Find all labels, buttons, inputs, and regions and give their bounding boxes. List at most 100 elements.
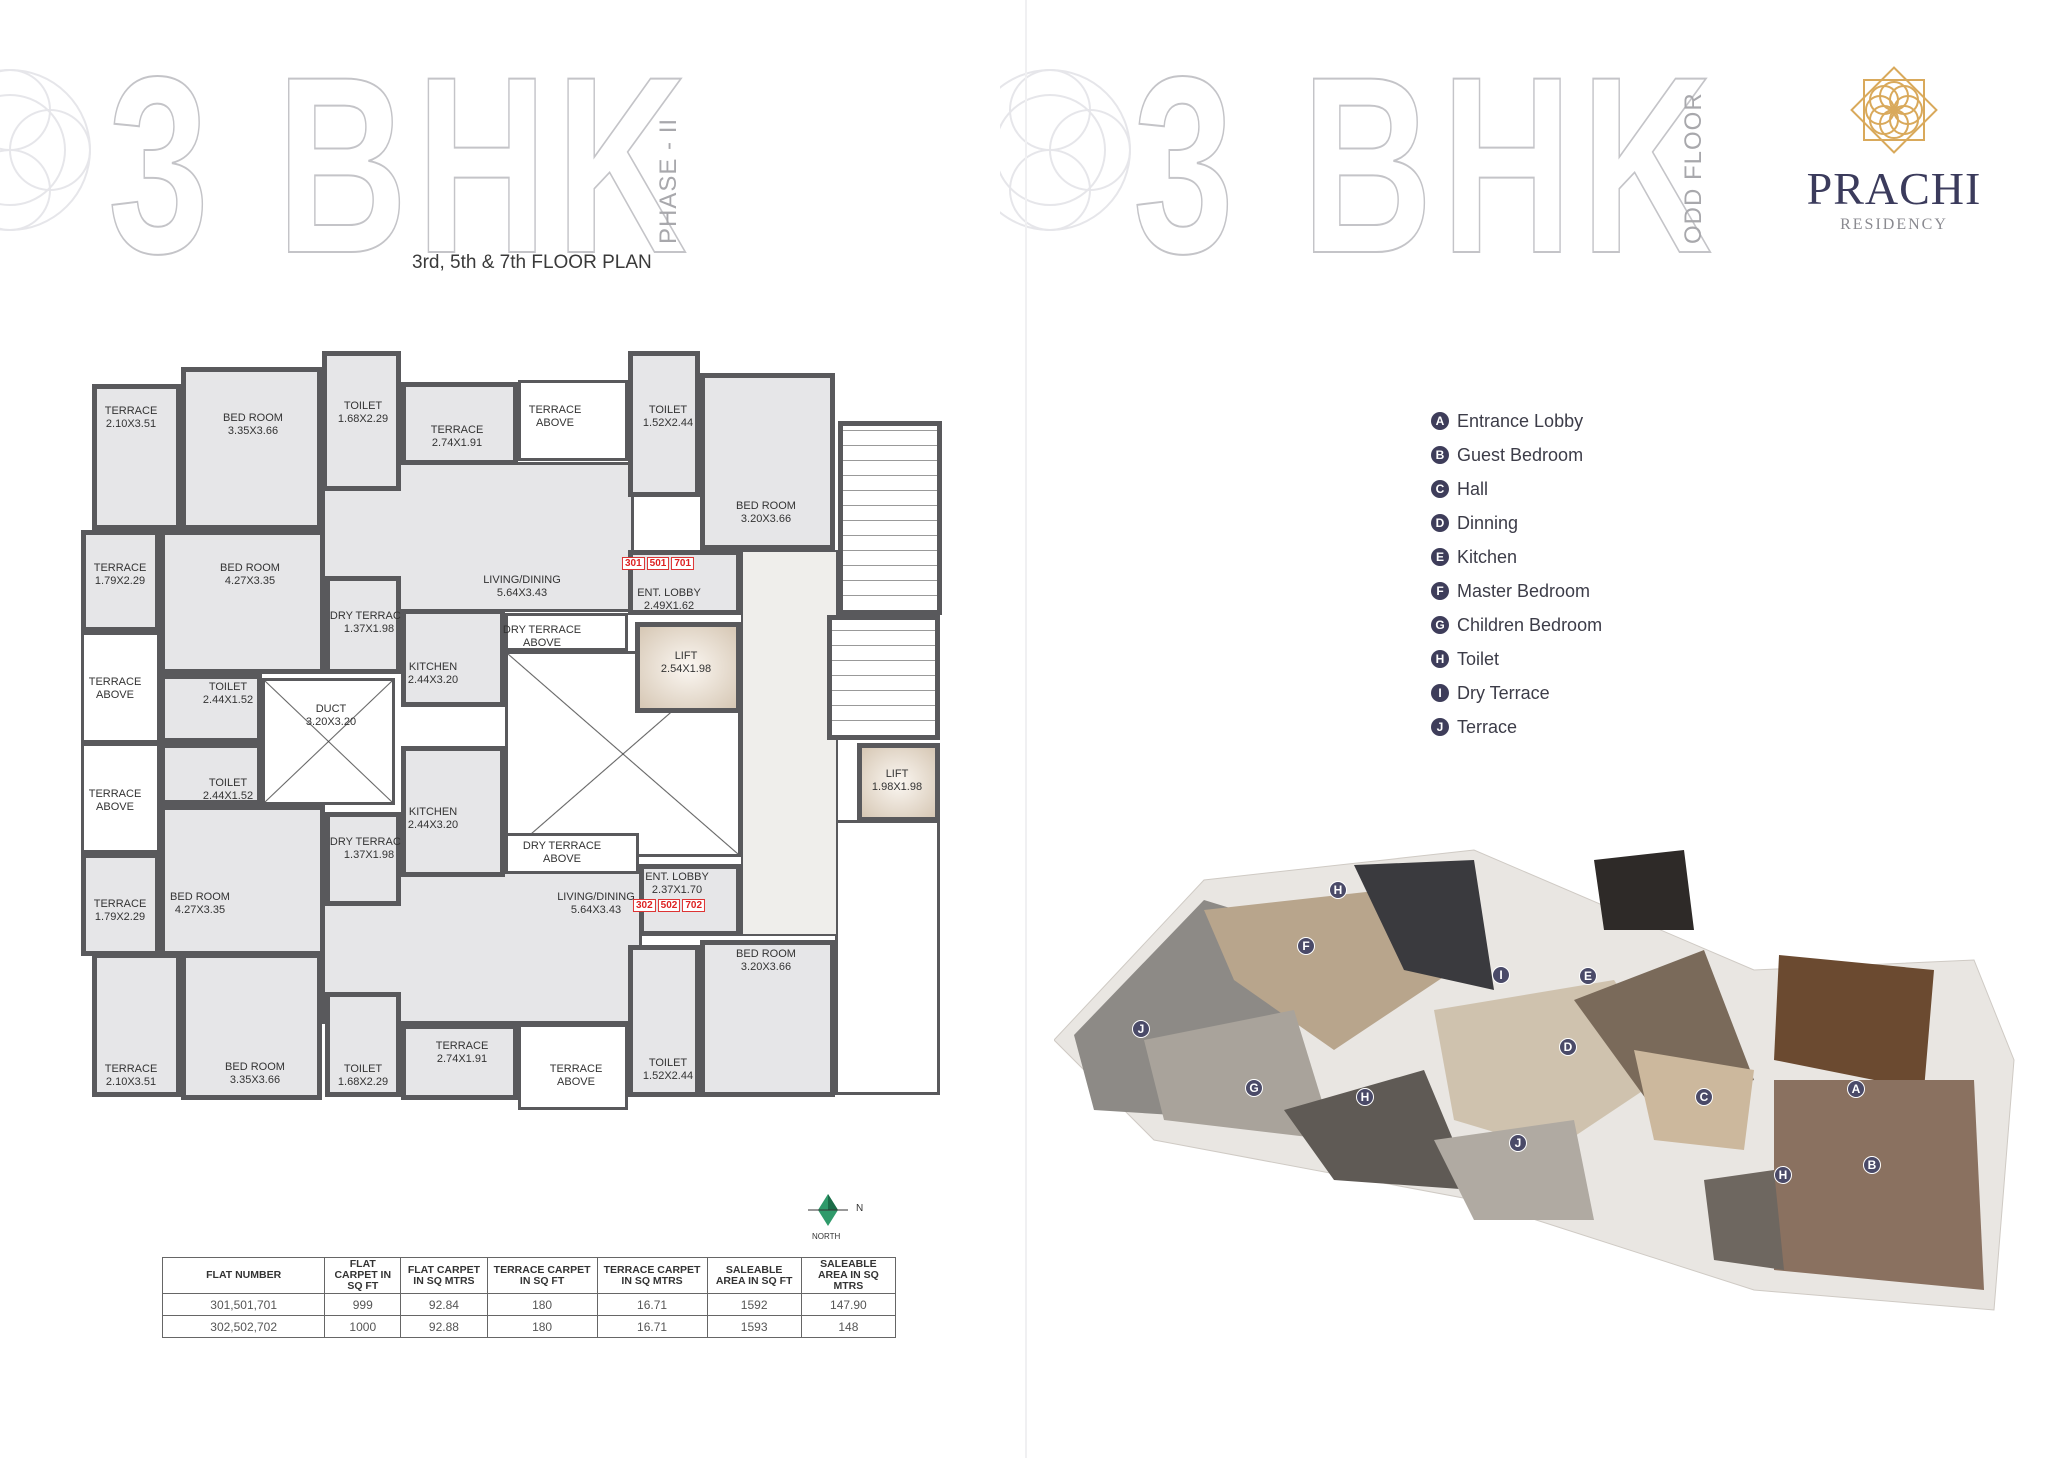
render-marker: G [1245,1079,1263,1097]
room-name: DRY TERRACE [502,624,582,636]
room-lift [635,622,741,713]
room-toilet [325,992,401,1097]
room-size: 3.20X3.20 [305,716,357,728]
room-terrace [518,1024,628,1110]
room-name: TERRACE [104,1063,158,1075]
room-size: 1.37X1.98 [343,849,395,861]
room-size: 3.20X3.66 [740,961,792,973]
common-corridor [741,550,838,936]
staircase-lower [827,615,940,740]
room-terrace [81,530,160,632]
room-name: BED ROOM [736,948,796,960]
legend-badge-icon: C [1431,480,1449,498]
room-toilet [628,945,700,1097]
room-terrace [81,743,160,853]
staircase-upper [838,421,942,615]
render-marker: I [1492,966,1510,984]
flat-number: 701 [671,557,695,570]
room-size: 2.37X1.70 [651,884,703,896]
render-marker: H [1329,881,1347,899]
room-name: TERRACE [104,405,158,417]
room-size: 2.10X3.51 [105,418,157,430]
room-terrace [92,384,181,530]
open-shaft [505,651,741,857]
3d-apartment-render [1054,849,2015,1311]
legend-label: Dinning [1457,512,1519,533]
room-name: TERRACE [88,676,142,688]
room-name: ENT. LOBBY [637,587,701,599]
room-bed-room [181,953,322,1100]
legend-badge-icon: A [1431,412,1449,430]
outer-outline [835,820,940,1095]
legend-badge-icon: B [1431,446,1449,464]
table-header: TERRACE CARPET IN SQ FT [486,1257,598,1294]
odd-floor-label: ODD FLOOR [1680,92,1707,244]
table-header: FLAT NUMBER [161,1257,326,1294]
room-size: 1.68X2.29 [337,413,389,425]
flat-number: 301 [621,557,645,570]
room-size: ABOVE [557,1076,595,1088]
room-size: 1.98X1.98 [871,781,923,793]
table-cell: 302,502,702 [161,1315,326,1338]
render-marker: A [1847,1080,1865,1098]
table-cell: 180 [486,1293,598,1316]
legend-badge-icon: H [1431,650,1449,668]
room-size: 1.79X2.29 [94,575,146,587]
legend-label: Entrance Lobby [1457,410,1584,431]
logo-subtitle: RESIDENCY [1840,216,1948,233]
north-letter: N [856,1203,864,1214]
room-size: 1.52X2.44 [642,1070,694,1082]
table-cell: 148 [800,1315,897,1338]
table-header: SALEABLE AREA IN SQ MTRS [800,1257,897,1294]
room-name: BED ROOM [736,500,796,512]
room-size: 5.64X3.43 [570,904,622,916]
room-name: ENT. LOBBY [645,871,709,883]
table-cell: 999 [324,1293,402,1316]
render-marker: J [1509,1134,1527,1152]
left-title: 3 BHK [107,25,696,306]
render-marker: F [1297,937,1315,955]
table-header: TERRACE CARPET IN SQ MTRS [596,1257,708,1294]
room-name: TOILET [208,681,248,693]
room-size: 2.44X1.52 [202,790,254,802]
table-cell: 1592 [706,1293,802,1316]
room-dry-terrace [325,576,401,674]
room-size: 2.49X1.62 [643,600,695,612]
legend-badge-icon: F [1431,582,1449,600]
room-name: TERRACE [528,404,582,416]
room-size: ABOVE [523,637,561,649]
room-bed-room [160,530,325,674]
render-marker: H [1774,1166,1792,1184]
page-divider [1025,0,1027,1458]
room-name: BED ROOM [225,1061,285,1073]
room-kitchen [401,609,505,707]
room-size: 5.64X3.43 [496,587,548,599]
room-name: TERRACE [430,424,484,436]
